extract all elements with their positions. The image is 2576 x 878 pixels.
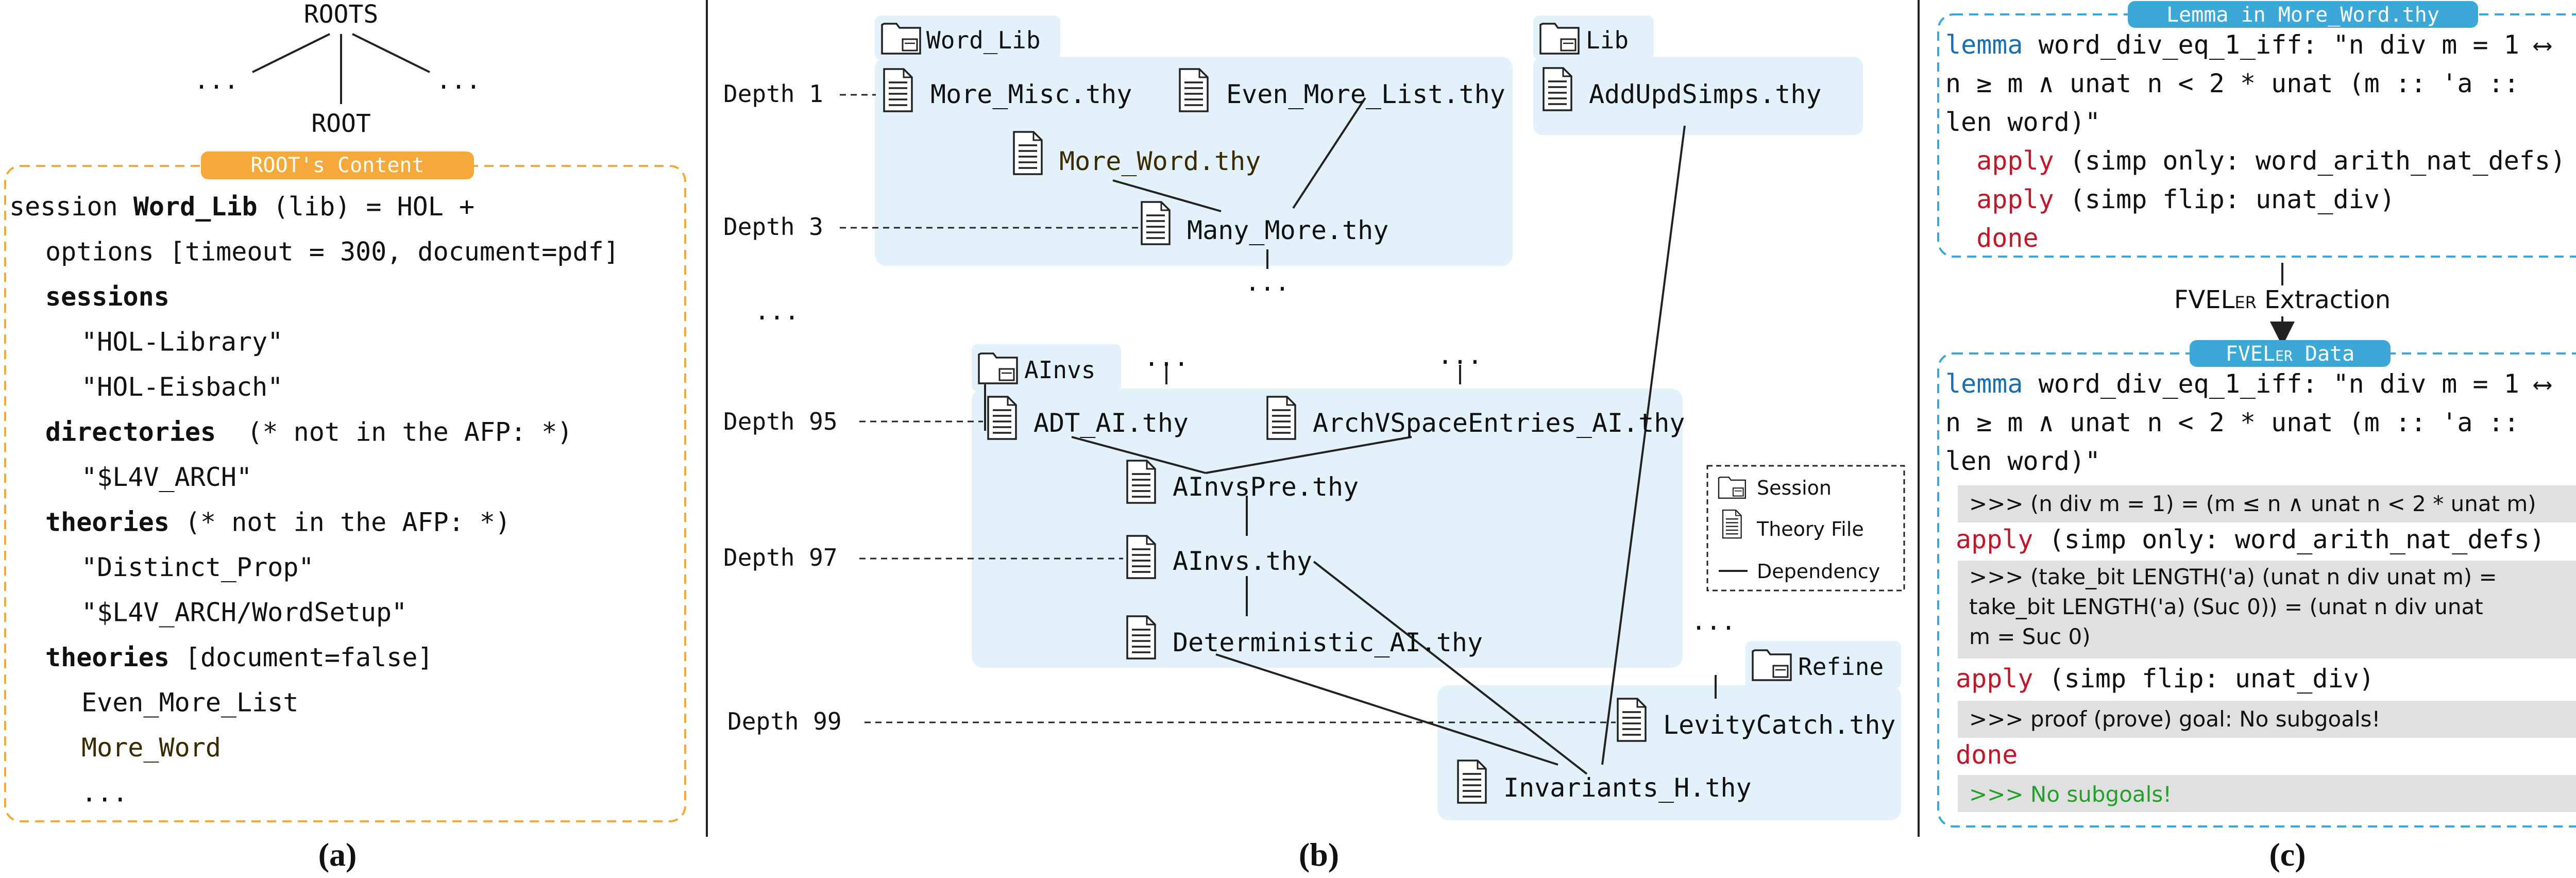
data-lemma-line: lemma word_div_eq_1_iff: "n div m = 1 ⟷ [1945,369,2552,399]
session-box-word-lib [875,57,1513,266]
ellipsis-depth-gap: ... [755,297,800,326]
code-line: ... [81,778,128,808]
session-label-ainvs: AInvs [1024,356,1095,384]
state-2-line: take_bit LENGTH('a) (Suc 0)) = (unat n d… [1969,594,2483,619]
depth-95-label: Depth 95 [723,408,838,435]
session-box-refine [1437,685,1901,820]
data-lemma-line: n ≥ m ∧ unat n < 2 * unat (m :: 'a :: [1945,408,2519,437]
roots-ellipsis-left: ... [194,66,239,95]
depth-3-label: Depth 3 [723,213,823,241]
data-lemma-line: len word)" [1945,446,2100,476]
session-label-word-lib: Word_Lib [926,26,1041,54]
lemma-line: lemma word_div_eq_1_iff: "n div m = 1 ⟷ [1945,30,2552,60]
depth-99-label: Depth 99 [727,707,842,735]
file-addupdsimps: AddUpdSimps.thy [1589,79,1822,109]
state-4: >>> No subgoals! [1969,782,2172,807]
panel-b: Word_Lib Lib AInvs Refine Depth 1 Depth … [723,15,1905,873]
data-lemma-code: lemma word_div_eq_1_iff: "n div m = 1 ⟷ n… [1945,369,2552,476]
file-many-more: Many_More.thy [1187,215,1388,245]
lemma-line: apply (simp flip: unat_div) [1945,184,2395,214]
apply-1: apply (simp only: word_arith_nat_defs) [1956,525,2545,554]
code-line: "HOL-Eisbach" [81,372,283,402]
file-levitycatch: LevityCatch.thy [1663,710,1896,740]
legend-session: Session [1757,477,1832,499]
root-content-badge: ROOT's Content [250,154,424,177]
data-badge: FVELER Data [2226,342,2354,366]
lemma-code: lemma word_div_eq_1_iff: "n div m = 1 ⟷ n… [1945,30,2566,253]
file-invariants: Invariants_H.thy [1503,773,1752,803]
code-line: options [timeout = 300, document=pdf] [45,237,619,267]
lemma-line: apply (simp only: word_arith_nat_defs) [1945,146,2566,176]
state-2-bg [1958,561,2576,659]
lemma-line: n ≥ m ∧ unat n < 2 * unat (m :: 'a :: [1945,69,2519,98]
state-2: >>> (take_bit LENGTH('a) (unat n div una… [1969,564,2497,649]
session-label-refine: Refine [1798,653,1884,681]
panel-c: Lemma in More_Word.thy lemma word_div_eq… [1937,1,2576,873]
legend-theory: Theory File [1756,518,1864,541]
code-line: "Distinct_Prop" [81,552,314,582]
state-2-line: m = Suc 0) [1969,624,2091,649]
file-deterministic: Deterministic_AI.thy [1173,628,1483,657]
state-1: >>> (n div m = 1) = (m ≤ n ∧ unat n < 2 … [1969,491,2536,516]
ellipsis-adt: ... [1144,343,1189,372]
file-even-more-list: Even_More_List.thy [1226,79,1505,109]
lemma-badge-bg [2128,1,2478,28]
state-1-bg [1958,485,2576,522]
session-label-lib: Lib [1586,26,1629,54]
roots-edge-left [252,33,330,73]
code-line: session Word_Lib (lib) = HOL + [9,192,474,222]
lemma-line: done [1945,223,2039,253]
ellipsis-refine: ... [1691,607,1736,636]
panel-a: ROOTS ... ... ROOT ROOT's Content sessio… [4,0,686,873]
roots-label: ROOTS [304,0,379,29]
depth-97-label: Depth 97 [723,544,838,571]
ellipsis-arch: ... [1438,341,1483,370]
dependency-edges [984,97,1717,775]
code-line: "$L4V_ARCH/WordSetup" [81,598,407,628]
code-line: "HOL-Library" [81,327,283,357]
session-tab-word-lib [875,15,1060,60]
roots-ellipsis-right: ... [436,66,481,95]
legend-dependency: Dependency [1757,560,1880,583]
root-content-badge-bg [201,151,474,179]
lemma-line: len word)" [1945,107,2100,137]
done-keyword: done [1956,740,2018,770]
root-content-code: session Word_Lib (lib) = HOL + options [t… [9,192,619,808]
ellipsis-many-more: ... [1245,268,1290,297]
file-adt-ai: ADT_AI.thy [1033,408,1189,438]
file-archvspace: ArchVSpaceEntries_AI.thy [1313,408,1685,438]
extraction-label: FVELER Extraction [2174,285,2391,314]
state-4-bg [1958,775,2576,812]
caption-b: (b) [1299,836,1339,873]
code-line: theories (* not in the AFP: *) [45,508,511,537]
caption-a: (a) [318,836,357,873]
lemma-badge: Lemma in More_Word.thy [2166,3,2439,27]
file-more-misc: More_Misc.thy [930,79,1132,109]
apply-2: apply (simp flip: unat_div) [1956,664,2375,694]
state-3-bg [1958,701,2576,738]
state-2-line: >>> (take_bit LENGTH('a) (unat n div una… [1969,564,2497,589]
session-box-lib [1533,57,1863,135]
roots-edge-right [352,33,430,73]
data-badge-bg [2190,340,2391,367]
code-line: directories (* not in the AFP: *) [45,417,573,447]
root-label: ROOT [311,109,371,138]
code-line: "$L4V_ARCH" [81,462,252,492]
file-more-word: More_Word.thy [1059,146,1261,176]
depth-1-label: Depth 1 [723,80,823,108]
file-ainvspre: AInvsPre.thy [1173,472,1359,502]
file-ainvs: AInvs.thy [1173,546,1312,576]
code-line: Even_More_List [81,688,298,718]
code-line: theories [document=false] [45,643,433,672]
state-3: >>> proof (prove) goal: No subgoals! [1969,706,2380,732]
code-line: sessions [45,282,170,312]
code-line: More_Word [81,733,221,763]
caption-c: (c) [2269,836,2306,873]
